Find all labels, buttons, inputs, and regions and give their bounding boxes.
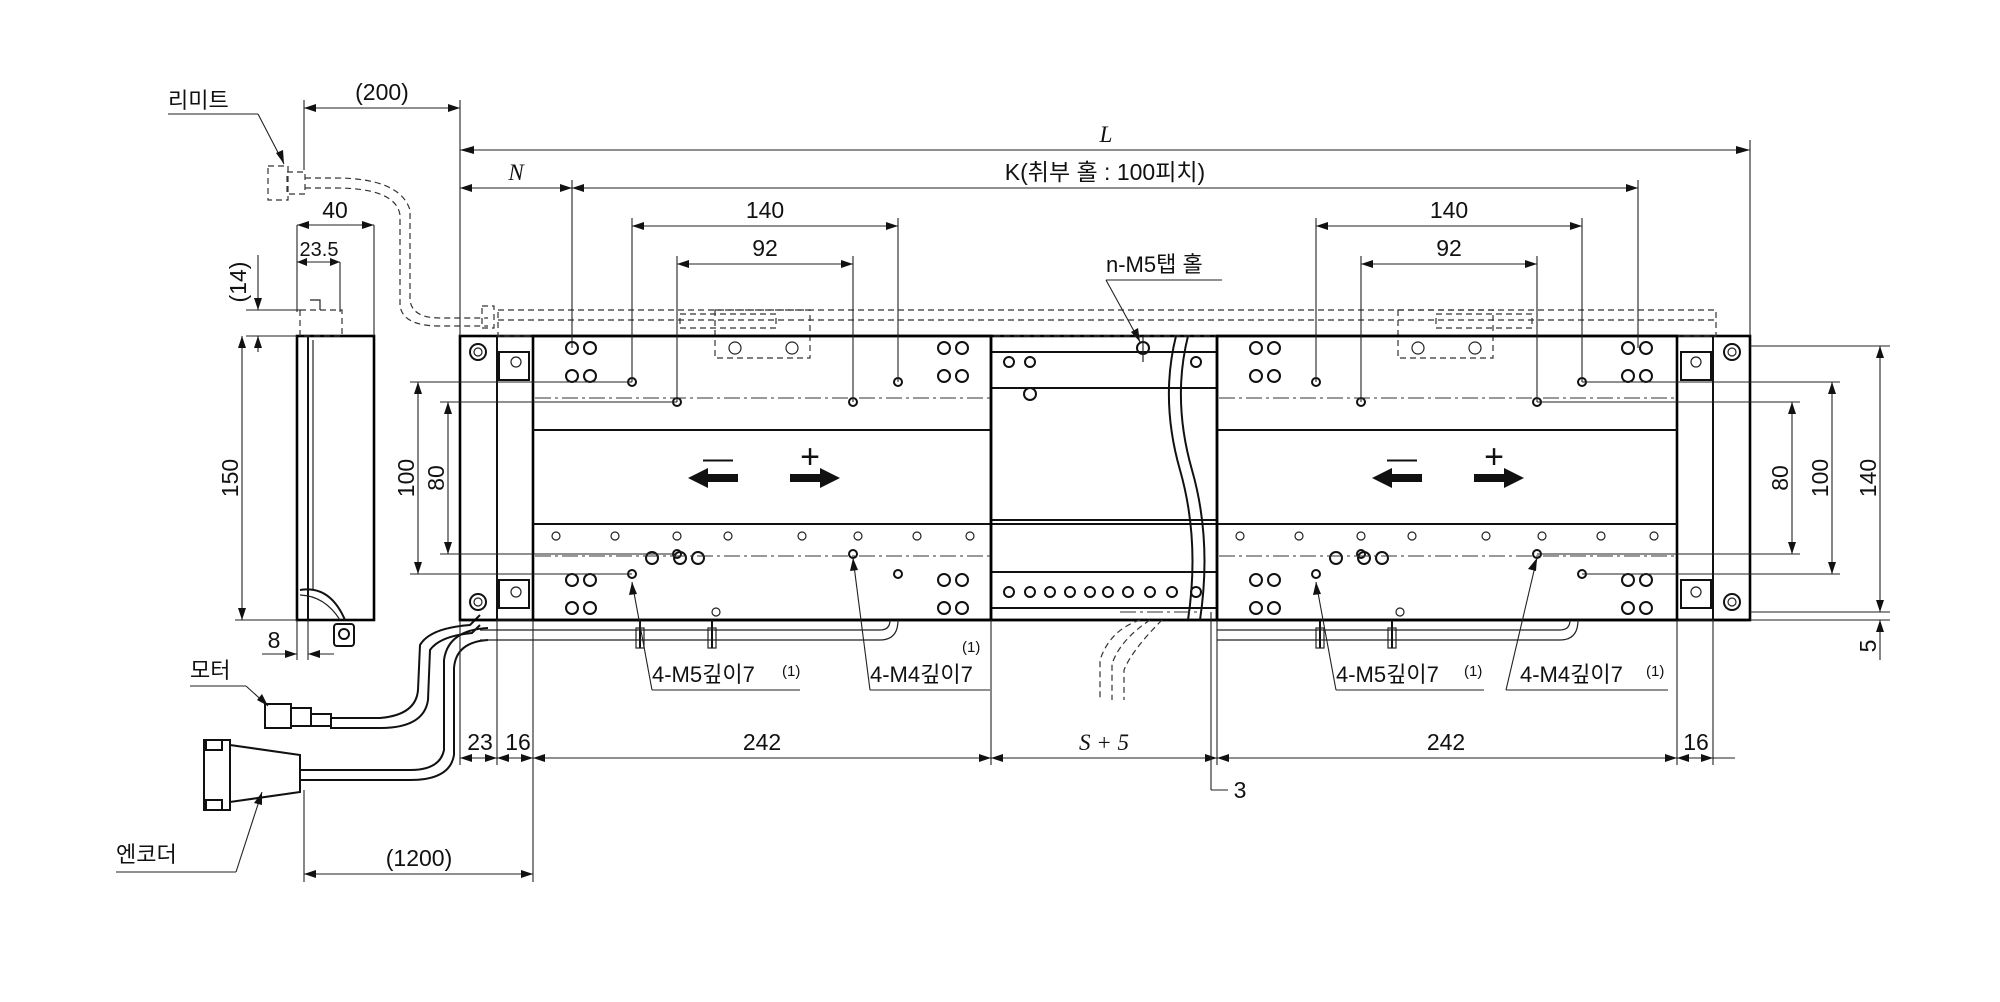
right-carriage-arrows: — +: [1372, 438, 1524, 488]
dim-right-92: 92: [1436, 235, 1462, 261]
dim-left-80: 80: [423, 465, 449, 491]
label-m4-left: 4-M4깊이7: [870, 662, 973, 687]
label-m4-left-note: (1): [962, 639, 980, 656]
dim-side-40: 40: [322, 197, 348, 223]
dim-left-100: 100: [393, 459, 419, 497]
dim-bottom-3: 3: [1234, 777, 1247, 803]
label-m5-left: 4-M5깊이7: [652, 662, 755, 687]
label-m5-left-note: (1): [782, 663, 800, 680]
label-m4-right-note: (1): [1646, 663, 1664, 680]
side-view: [295, 299, 376, 647]
limit-cable: [267, 165, 495, 329]
label-m5-right: 4-M5깊이7: [1336, 662, 1439, 687]
labels: 리미트 모터 엔코더 n-M5탭 홀 4-M5깊이7 (1) 4-M4깊이7 (…: [116, 88, 1668, 873]
stage: — + — +: [458, 309, 1752, 700]
dim-right-140: 140: [1430, 197, 1468, 223]
dim-length-l: L: [1099, 122, 1113, 147]
dim-bottom-stroke: S + 5: [1079, 730, 1129, 755]
encoder-connector: [229, 743, 301, 804]
label-m4-right: 4-M4깊이7: [1520, 662, 1623, 687]
dim-cable-encoder: (1200): [386, 845, 452, 871]
dim-bottom-23: 23: [467, 729, 493, 755]
dim-right-140-v: 140: [1855, 459, 1881, 497]
motor-connector: [264, 703, 292, 729]
dim-bottom-242-right: 242: [1427, 729, 1465, 755]
left-carriage: [531, 334, 993, 622]
label-encoder: 엔코더: [116, 842, 177, 867]
label-m5-right-note: (1): [1464, 663, 1482, 680]
top-dimensions: (200) L N K(취부 홀 : 100피치) 140 92: [303, 79, 1751, 402]
plus-sign-left: +: [800, 438, 820, 476]
dim-5: 5: [1855, 640, 1881, 653]
motor-cable: [264, 614, 481, 729]
dim-pitch-n: N: [507, 160, 525, 185]
stage-base: [458, 334, 1752, 622]
dim-cable-limit: (200): [355, 79, 409, 105]
dim-right-80: 80: [1767, 465, 1793, 491]
dim-left-140: 140: [746, 197, 784, 223]
bottom-dimensions: 23 16 242 S + 5 242 16 3 (1200): [303, 612, 1735, 882]
dim-bottom-242-left: 242: [743, 729, 781, 755]
label-limit: 리미트: [168, 88, 229, 113]
dim-side-8: 8: [268, 627, 281, 653]
dim-side-150: 150: [217, 459, 243, 497]
dim-side-23-5: 23.5: [300, 239, 339, 261]
label-motor: 모터: [190, 658, 230, 683]
right-carriage: [1215, 334, 1679, 622]
left-carriage-holes: [551, 341, 975, 617]
label-tap-hole: n-M5탭 홀: [1106, 252, 1203, 277]
dim-bottom-16-right: 16: [1683, 729, 1709, 755]
vertical-dimensions: 100 80 80 100 140 5: [393, 345, 1890, 660]
dim-right-100: 100: [1807, 459, 1833, 497]
left-rail-holes: [1003, 356, 1202, 598]
dim-bottom-16-left: 16: [505, 729, 531, 755]
right-carriage-holes: [1235, 341, 1659, 617]
dim-side-14: (14): [225, 262, 251, 303]
dim-left-92: 92: [752, 235, 778, 261]
encoder-cable: [203, 627, 489, 811]
plus-sign-right: +: [1484, 438, 1504, 476]
dim-pitch-k: K(취부 홀 : 100피치): [1005, 159, 1205, 185]
left-carriage-arrows: — +: [688, 438, 840, 488]
side-view-dimensions: 40 23.5 (14) 150 8: [217, 197, 375, 660]
